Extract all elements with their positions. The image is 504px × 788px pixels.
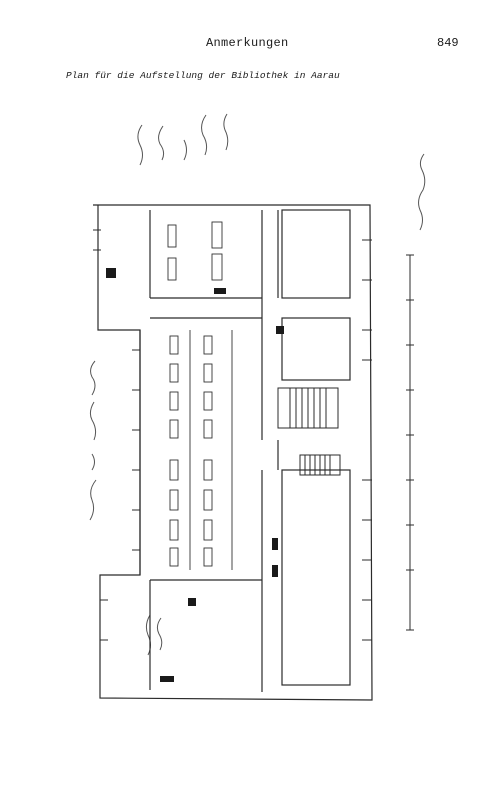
outer-wall [93, 204, 373, 701]
handwriting-marks [89, 113, 426, 656]
bookshelves [167, 221, 233, 570]
running-title: Anmerkungen [206, 36, 289, 50]
staircase [277, 387, 341, 476]
figure-caption: Plan für die Aufstellung der Bibliothek … [66, 70, 340, 81]
right-room-top [281, 209, 351, 299]
right-room-bottom [281, 469, 351, 686]
scale-bar [406, 254, 414, 631]
page-header: Anmerkungen 849 [0, 36, 504, 56]
page-number: 849 [437, 36, 459, 50]
right-room-middle [281, 317, 351, 381]
